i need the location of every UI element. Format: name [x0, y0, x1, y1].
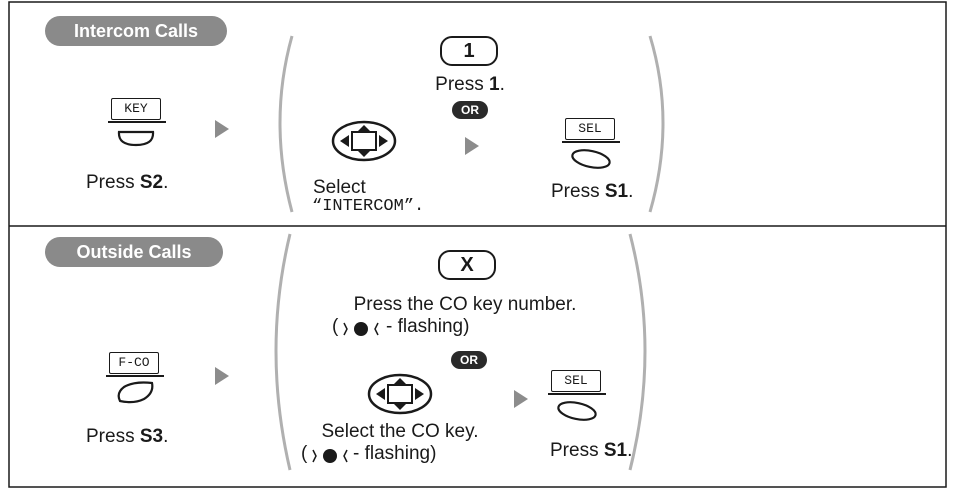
key-x-icon: X — [438, 250, 496, 280]
flashing-text: - flashing) — [386, 316, 470, 337]
sel-softkey-label: SEL — [551, 370, 601, 392]
or-badge: OR — [452, 101, 488, 119]
right-paren-intercom — [648, 35, 665, 213]
flashing-led-icon — [312, 449, 348, 463]
soft-button-icon — [117, 130, 155, 147]
sel-softkey-icon: SEL — [548, 370, 606, 422]
outside-calls-header: Outside Calls — [45, 237, 223, 267]
press-s3-text: Press S3. — [86, 426, 169, 447]
arrow-right-icon — [514, 390, 528, 408]
sel-softkey-icon: SEL — [562, 118, 620, 170]
key-softkey-label: KEY — [111, 98, 161, 120]
navigator-key-icon — [367, 373, 433, 415]
key-1-icon: 1 — [440, 36, 498, 66]
intercom-option-text: “INTERCOM”. — [312, 197, 425, 216]
intercom-calls-header: Intercom Calls — [45, 16, 227, 46]
select-co-key-text: Select the CO key. — [321, 421, 479, 442]
or-badge: OR — [451, 351, 487, 369]
right-paren-outside — [628, 233, 647, 471]
press-co-key-text: Press the CO key number. — [353, 294, 577, 315]
press-s2-text: Press S2. — [86, 172, 169, 193]
f-co-softkey-label: F-CO — [109, 352, 159, 374]
sel-softkey-label: SEL — [565, 118, 615, 140]
arrow-right-icon — [465, 137, 479, 155]
press-s1-text: Press S1. — [551, 181, 634, 202]
soft-button-icon — [557, 401, 597, 421]
flashing-text: - flashing) — [353, 443, 437, 464]
f-co-softkey-icon: F-CO — [106, 352, 164, 404]
key-softkey-icon: KEY — [108, 98, 166, 150]
left-paren-outside — [274, 233, 292, 471]
soft-button-icon — [117, 381, 154, 404]
select-label: Select — [313, 177, 366, 198]
flashing-led-icon — [343, 322, 379, 336]
left-paren-intercom — [278, 35, 294, 213]
press-s1-text: Press S1. — [550, 440, 633, 461]
press-1-text: Press 1. — [435, 74, 505, 95]
navigator-key-icon — [331, 120, 397, 162]
arrow-right-icon — [215, 120, 229, 138]
soft-button-icon — [571, 149, 611, 169]
arrow-right-icon — [215, 367, 229, 385]
